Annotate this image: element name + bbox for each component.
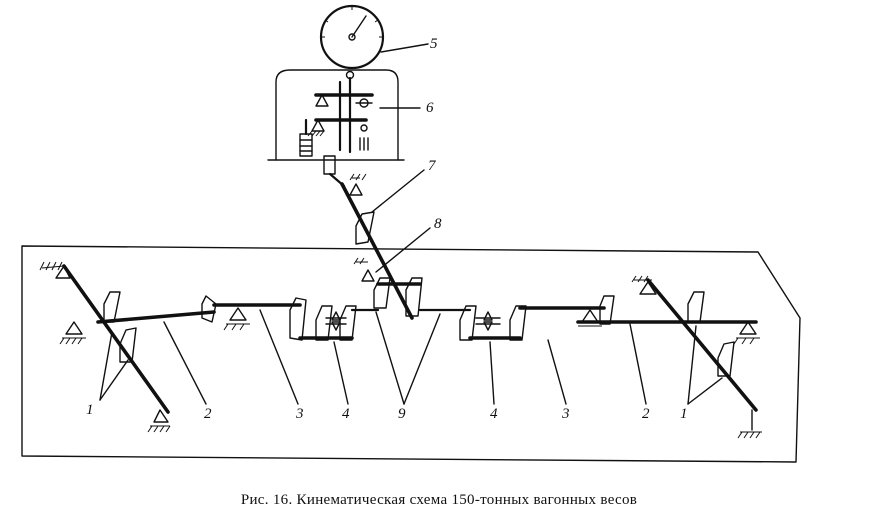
coupling-4-left [315,305,357,341]
lever-2-right-support [578,309,602,327]
label-3-right: 3 [561,406,570,422]
right-main-lever [646,278,758,412]
right-mid-support [733,321,760,345]
left-upper-support [39,261,71,279]
lever-2-left-knife [201,295,217,323]
label-7: 7 [428,158,437,174]
label-9: 9 [398,406,406,422]
platform-outline [21,245,801,463]
lever-7-knife [355,211,375,245]
left-knife-lower [119,327,137,363]
weighing-head-housing [275,69,399,161]
label-2-right: 2 [642,406,650,422]
right-knife-upper [687,291,705,323]
tie-rod-block [323,155,336,175]
main-beam-left [96,310,216,324]
bottom-leaders [99,309,723,405]
dial-indicator [319,4,385,80]
left-knife-upper [103,291,121,323]
transfer-lever-fulcrum [349,173,367,196]
label-4-left: 4 [342,406,350,422]
coupling-4-right [459,305,527,341]
central-knife-right [405,277,423,317]
right-lower-support [737,409,762,439]
label-1-right: 1 [680,406,688,422]
transfer-lever [340,182,414,320]
lever-3-left-knife [289,297,307,341]
label-8: 8 [434,216,442,232]
central-knife-left [373,277,391,309]
head-lever-mechanism [299,76,374,157]
label-1-left: 1 [86,402,94,418]
right-upper-support [631,275,657,295]
label-5: 5 [430,36,438,52]
left-lower-support [147,409,171,433]
label-6: 6 [426,100,434,116]
leader-7 [371,169,425,213]
right-knife-lower [717,341,735,377]
left-mid-support [59,321,86,345]
label-4-right: 4 [490,406,498,422]
support-8 [353,227,431,282]
lever-2-left-support [223,307,250,331]
label-2-left: 2 [204,406,212,422]
left-main-lever [62,264,170,414]
figure-caption: Рис. 16. Кинематическая схема 150-тонных… [240,492,638,508]
leader-5 [380,43,429,53]
lever-2-right-knife [599,295,615,325]
label-3-left: 3 [295,406,304,422]
